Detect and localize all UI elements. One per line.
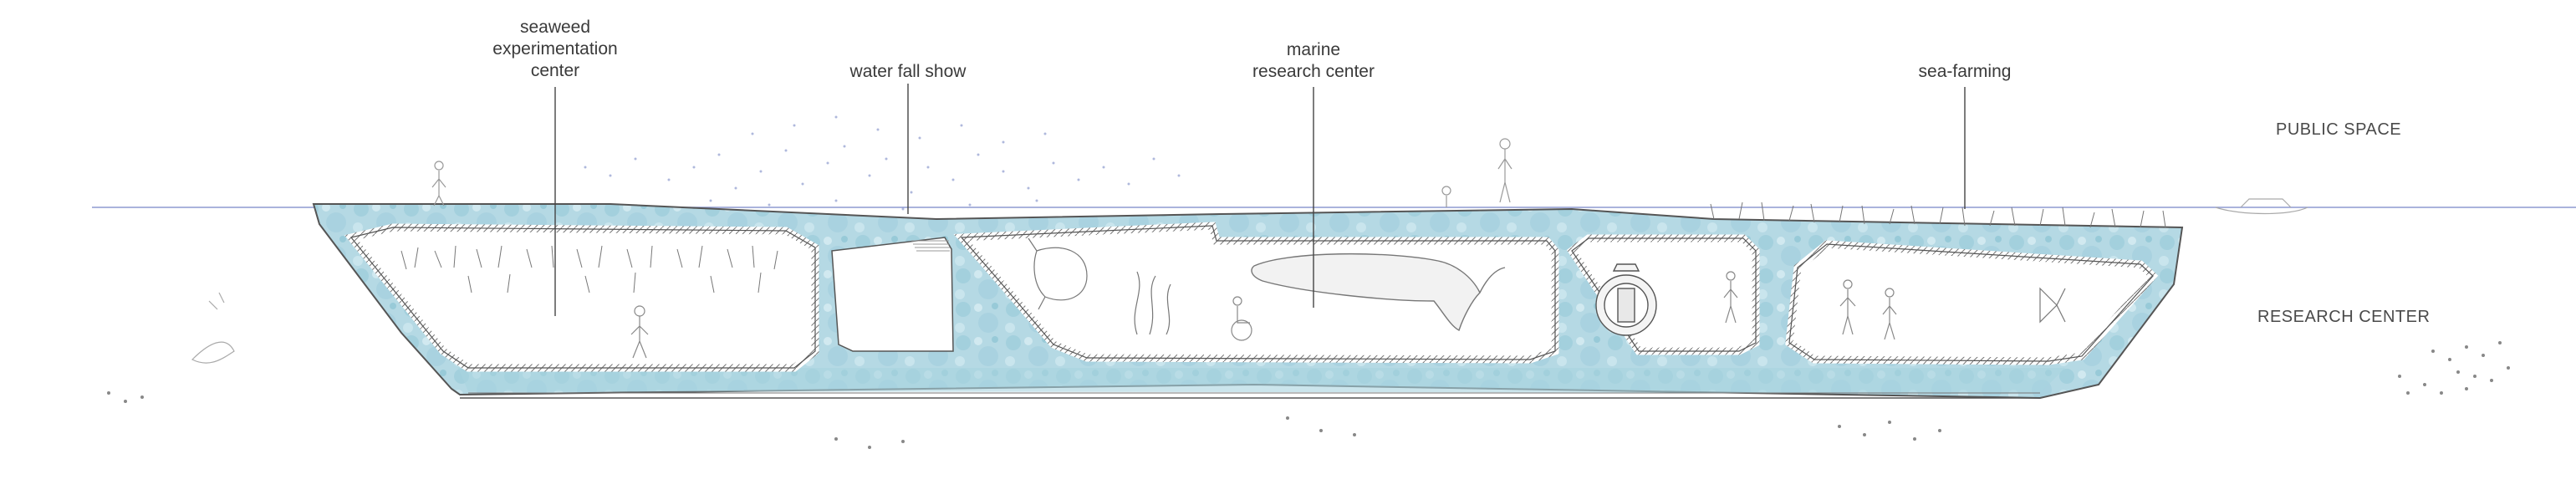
label-seaweed-line-2: experimentation (492, 39, 618, 59)
hull-floor-band (458, 368, 2065, 393)
label-waterfall-show: water fall show (849, 62, 967, 81)
waterfall-chamber (831, 237, 954, 352)
kelp-drawing (1134, 271, 1171, 335)
water-spray (584, 115, 1181, 211)
label-marine-line-2: research center (1252, 62, 1375, 81)
whale-drawing (1251, 253, 1506, 331)
sunfish-drawing (1028, 237, 1088, 310)
boat-drawing (2215, 198, 2308, 215)
waterfall-stairs (911, 240, 950, 252)
diver-drawing (191, 292, 235, 364)
label-seaweed-line-3: center (530, 61, 580, 80)
person-figure-3 (1723, 271, 1738, 324)
label-seaweed-center: seaweed experimentation center (480, 17, 630, 82)
rooftop-grass (1710, 202, 2166, 228)
label-marine-line-1: marine (1286, 40, 1341, 59)
seaweed-grass (400, 245, 778, 293)
label-sea-farming: sea-farming (1918, 62, 2012, 81)
zone-label-public-space: PUBLIC SPACE (2276, 120, 2402, 139)
zone-label-research-center: RESEARCH CENTER (2257, 308, 2431, 326)
person-figure-1 (630, 305, 649, 359)
person-figure-2 (1231, 296, 1252, 341)
fish-tank-drawing (2039, 287, 2066, 324)
fish-school (107, 341, 2510, 449)
submersible-drawing (1595, 263, 1657, 336)
person-figure-4 (1839, 279, 1897, 340)
label-seaweed-line-1: seaweed (519, 18, 591, 37)
deck-people (431, 138, 1512, 207)
label-marine-research-center: marine research center (1238, 39, 1389, 83)
